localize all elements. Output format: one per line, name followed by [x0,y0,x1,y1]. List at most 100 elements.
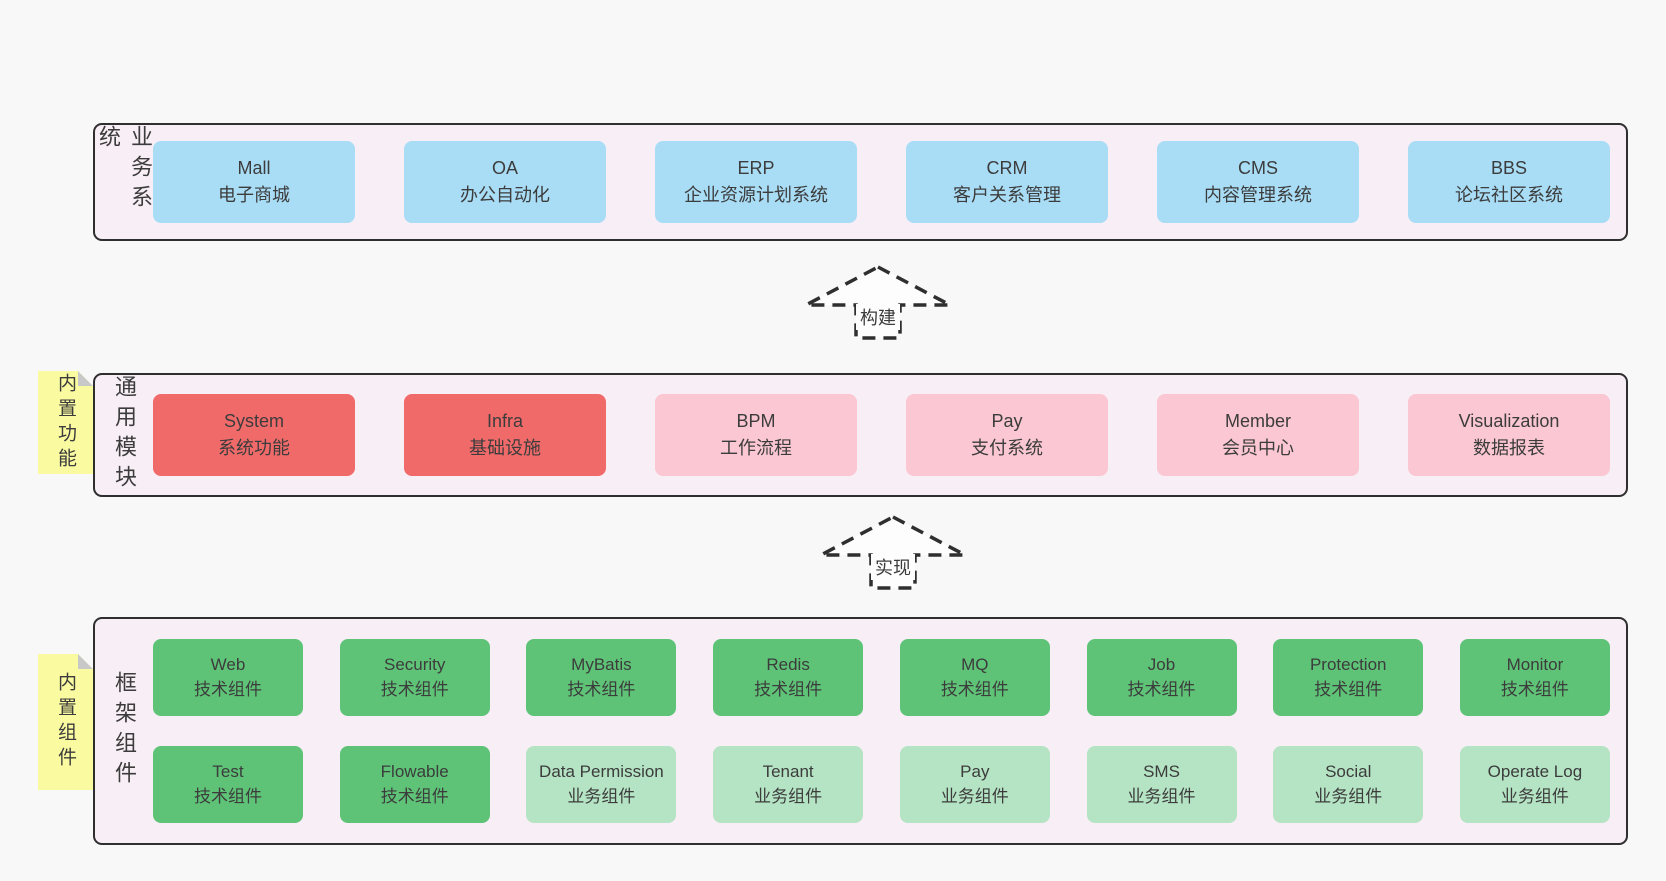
box-name: Operate Log [1487,762,1583,782]
section-label-business: 业务系统 [95,125,153,239]
box-desc: 技术组件 [567,679,636,699]
container-common-modules: 通用模块 System 系统功能 Infra 基础设施 BPM 工作流程 Pay… [93,373,1628,497]
box-desc: 技术组件 [380,679,449,699]
box-desc: 内容管理系统 [1204,185,1312,205]
box-name: Tenant [762,762,814,782]
section-label-text: 通用模块 [112,375,137,495]
box-web: Web 技术组件 [153,639,303,716]
business-row-area: Mall 电子商城 OA 办公自动化 ERP 企业资源计划系统 CRM 客户关系… [153,125,1610,239]
box-desc: 业务组件 [1314,786,1383,806]
box-desc: 业务组件 [1500,786,1569,806]
box-monitor: Monitor 技术组件 [1459,639,1610,716]
business-row: Mall 电子商城 OA 办公自动化 ERP 企业资源计划系统 CRM 客户关系… [153,141,1610,223]
box-name: Security [383,655,446,675]
up-arrow-dashed-icon [820,515,966,590]
box-mybatis: MyBatis 技术组件 [526,639,677,716]
box-desc: 技术组件 [754,679,823,699]
box-desc: 技术组件 [1127,679,1196,699]
box-desc: 基础设施 [469,438,541,458]
sticky-fold-corner [78,371,93,386]
box-social: Social 业务组件 [1273,746,1424,823]
arrow-implement: 实现 [818,514,968,592]
components-row-1: Web 技术组件 Security 技术组件 MyBatis 技术组件 Redi… [153,639,1610,716]
box-desc: 业务组件 [567,786,636,806]
box-desc: 技术组件 [1500,679,1569,699]
box-mall: Mall 电子商城 [153,141,355,223]
box-oa: OA 办公自动化 [404,141,606,223]
box-redis: Redis 技术组件 [713,639,864,716]
box-name: Web [210,655,246,675]
box-desc: 支付系统 [971,438,1043,458]
box-member: Member 会员中心 [1157,394,1359,476]
box-name: Monitor [1506,655,1564,675]
sticky-note-built-in-features: 内置功能 [38,371,93,474]
sticky-text: 内置组件 [55,672,76,772]
box-desc: 业务组件 [940,786,1009,806]
box-desc: 系统功能 [218,438,290,458]
box-desc: 技术组件 [380,786,449,806]
box-name: Redis [766,655,810,675]
box-cms: CMS 内容管理系统 [1157,141,1359,223]
box-name: Job [1147,655,1176,675]
box-desc: 数据报表 [1473,438,1545,458]
arrow-build: 构建 [803,264,953,342]
box-desc: 技术组件 [1314,679,1383,699]
box-name: BBS [1490,158,1528,178]
box-pay: Pay 支付系统 [906,394,1108,476]
box-desc: 业务组件 [754,786,823,806]
box-name: Member [1224,411,1291,431]
box-pay-biz: Pay 业务组件 [899,746,1050,823]
box-name: Pay [991,411,1023,431]
box-test: Test 技术组件 [153,746,303,823]
box-flowable: Flowable 技术组件 [339,746,490,823]
sticky-text: 内置功能 [55,372,76,473]
box-tenant: Tenant 业务组件 [713,746,864,823]
box-bpm: BPM 工作流程 [655,394,857,476]
box-desc: 客户关系管理 [953,185,1061,205]
box-desc: 技术组件 [940,679,1009,699]
box-desc: 技术组件 [194,679,262,699]
container-framework-components: 框架组件 Web 技术组件 Security 技术组件 MyBatis 技术组件… [93,617,1628,845]
box-name: Flowable [380,762,449,782]
box-name: CMS [1238,158,1278,178]
box-name: Data Permission [539,762,664,782]
box-name: MQ [961,655,989,675]
modules-row-area: System 系统功能 Infra 基础设施 BPM 工作流程 Pay 支付系统… [153,375,1610,495]
sticky-fold-corner [78,654,93,669]
box-erp: ERP 企业资源计划系统 [655,141,857,223]
box-name: BPM [736,411,776,431]
box-desc: 会员中心 [1222,438,1294,458]
box-name: Test [212,762,244,782]
up-arrow-dashed-icon [805,265,951,340]
box-name: Visualization [1458,411,1560,431]
box-desc: 工作流程 [720,438,792,458]
box-visualization: Visualization 数据报表 [1408,394,1610,476]
box-name: System [223,411,284,431]
box-protection: Protection 技术组件 [1273,639,1424,716]
box-desc: 企业资源计划系统 [684,185,828,205]
section-label-modules: 通用模块 [95,375,153,495]
box-name: SMS [1143,762,1180,782]
box-name: MyBatis [571,655,632,675]
box-desc: 技术组件 [194,786,262,806]
sticky-note-built-in-components: 内置组件 [38,654,93,790]
arrow-build-label: 构建 [856,304,900,330]
box-name: OA [491,158,518,178]
box-desc: 电子商城 [218,185,290,205]
box-desc: 办公自动化 [460,185,550,205]
box-mq: MQ 技术组件 [899,639,1050,716]
section-label-text: 业务系统 [96,125,153,215]
modules-row: System 系统功能 Infra 基础设施 BPM 工作流程 Pay 支付系统… [153,394,1610,476]
box-infra: Infra 基础设施 [404,394,606,476]
components-row-2: Test 技术组件 Flowable 技术组件 Data Permission … [153,746,1610,823]
arrow-implement-label: 实现 [871,554,915,580]
box-sms: SMS 业务组件 [1086,746,1237,823]
box-desc: 业务组件 [1127,786,1196,806]
box-name: Mall [237,158,271,178]
box-desc: 论坛社区系统 [1455,185,1563,205]
box-name: Protection [1309,655,1387,675]
box-bbs: BBS 论坛社区系统 [1408,141,1610,223]
box-name: Pay [960,762,990,782]
components-row-area: Web 技术组件 Security 技术组件 MyBatis 技术组件 Redi… [153,619,1610,843]
section-label-components: 框架组件 [95,619,153,843]
